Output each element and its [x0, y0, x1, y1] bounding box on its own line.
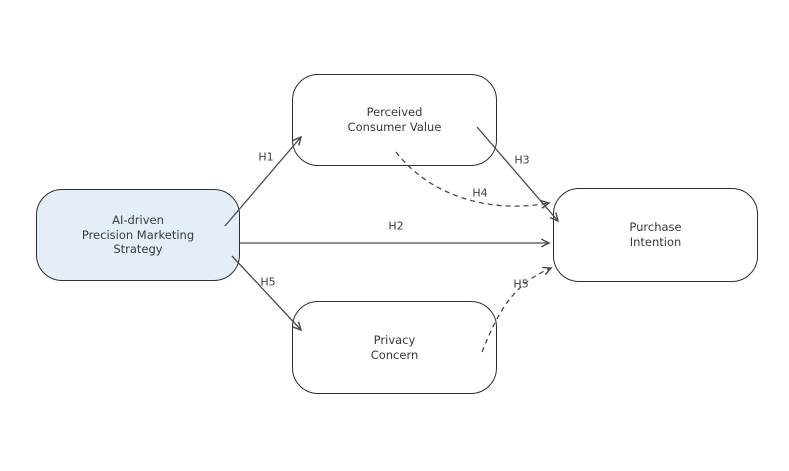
edge-h5-arrow — [231, 255, 303, 332]
edge-label-h1: H1 — [258, 150, 274, 164]
node-label: Privacy Concern — [370, 332, 419, 362]
node-ai-driven-precision-marketing-strategy: AI-driven Precision Marketing Strategy — [36, 189, 240, 281]
edge-label-h4: H4 — [472, 186, 488, 200]
node-label: Purchase Intention — [629, 220, 682, 249]
edge-label-h5: H5 — [260, 275, 276, 289]
edge-label-h5-privacy: H5 — [513, 277, 529, 291]
node-purchase-intention: Purchase Intention — [553, 188, 758, 282]
edge-label-h3: H3 — [514, 153, 530, 167]
node-label: AI-driven Precision Marketing Strategy — [81, 212, 195, 257]
node-label: Perceived Consumer Value — [347, 105, 442, 134]
edge-label-h2: H2 — [388, 219, 404, 233]
node-perceived-consumer-value: Perceived Consumer Value — [292, 74, 497, 166]
node-privacy-concern: Privacy Concern — [292, 301, 497, 394]
